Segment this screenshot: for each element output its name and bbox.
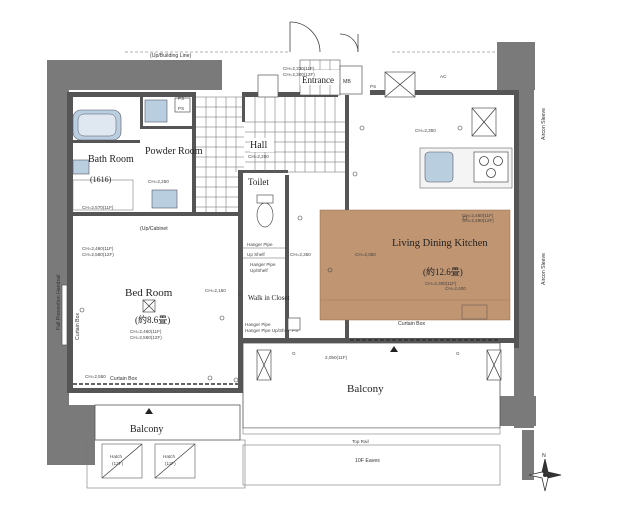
bed-ch-side: CH=2,150 [205,288,226,293]
compass-icon: N [528,453,562,492]
toilet: Toilet [243,173,285,233]
ldk-label: Living Dining Kitchen [392,238,488,249]
bed-ch-3: CH=2,460(11F) [130,329,162,334]
hall-label: Hall [250,140,267,151]
entrance-ch-1: CH=2,330(11F) [283,66,315,71]
up-shelf: Up Shelf [247,252,265,257]
bath-room-size: (1616) [90,175,112,184]
bath-ch: CH=2,570(11F) [82,205,114,210]
ps-label-1: PS [178,96,184,101]
fixtures-dots [79,125,468,383]
aircon-sleeve-2: Aircon Sleeve [541,253,547,285]
outer-walls [47,42,536,480]
entrance-label: Entrance [302,75,334,85]
bed-room: Bed Room (約8.6畳) CH=2,460(11F) CH=2,580(… [73,216,238,388]
bed-ch-4: CH=2,560(12F) [130,335,162,340]
wic-label: Walk in Closet [248,294,289,302]
ldk-ch-2: CH=2,480(12F) [462,218,494,223]
curtain-box-ldk: Curtain Box [398,321,426,327]
ldk-ch-3: CH=2,300(11F) [425,281,457,286]
hatch-left-sub: (12F) [112,461,123,466]
hanger-pipe-2: Hanger Pipe [245,322,271,327]
balcony-h: 2,050(11F) [325,355,348,360]
balcony-main-label: Balcony [347,383,384,395]
ps-label-2: PS [370,84,376,89]
hall-ch: CH=2,250 [248,154,269,159]
hatch-left: Hatch [110,454,122,459]
balcony-small-label: Balcony [130,424,163,435]
up-cabinet: (Up/Cabinet [140,226,168,232]
powder-room-label: Powder Room [145,146,203,157]
ldk-floor: Living Dining Kitchen (約12.6畳) CH=2,460(… [290,209,511,321]
ac-label-1: AC [440,74,447,79]
mid-ch-1: CH=2,350 [290,252,311,257]
hatch-right: Hatch [163,454,175,459]
bed-ch-low: CH=2,550 [85,374,106,379]
aircon-sleeve-1: Aircon Sleeve [541,108,547,140]
entrance-ch-2: CH=2,300(12F) [283,72,315,77]
ldk-ch-1: CH=2,460(11F) [462,213,494,218]
bath-room-label: Bath Room [88,154,134,165]
ldk-size: (約12.6畳) [423,266,463,277]
curtain-box-side: Curtain Box [75,312,81,340]
ldk-ch-low: CH=2,400 [445,286,466,291]
hanger-pipe-3: Hanger Pipe [250,262,276,267]
bed-ch-1: CH=2,460(11F) [82,246,114,251]
g-label: G [292,351,296,356]
powder-room: Powder Room CH=2,250 [140,97,203,212]
bath-room: Bath Room (1616) CH=2,570(11F) [72,109,134,211]
hatch-right-sub: (11F) [165,461,176,466]
up-shelf-2: Up/Shelf [250,268,268,273]
hall-tiles: Hall CH=2,250 [196,96,345,212]
entrance: Entrance CH=2,330(11F) CH=2,300(12F) [257,21,359,98]
main-balcony: Balcony 2,050(11F) G G Top Rail [242,342,502,444]
hanger-pipe-shelf: Hanger Pipe Up/Shelf [245,328,290,333]
powder-ch: CH=2,250 [148,179,169,184]
curtain-box-bed: Curtain Box [110,376,138,382]
ps-label-4: PS [178,106,184,111]
building-line-label: (Up/Building Line) [150,53,192,59]
top-rail: Top Rail [352,439,369,444]
hanger-pipe-1: Hanger Pipe [247,242,273,247]
bed-ch-2: CH=2,580(12F) [82,252,114,257]
kitchen-ch: CH=2,350 [415,128,436,133]
ps-label-3: PS [292,328,298,333]
g-label-2: G [456,351,460,356]
bedroom-label: Bed Room [125,287,173,299]
kitchen: CH=2,350 AC [384,71,513,189]
toilet-label: Toilet [248,177,269,187]
bedroom-size: (約8.6畳) [135,314,170,325]
small-balcony: Balcony Hatch (12F) Hatch (11F) [86,404,246,489]
compass-north: N [542,453,546,459]
mb-label: MB [343,79,351,85]
eaves-label: 10F Eaves [355,458,380,464]
mid-ch-2: CH=2,350 [355,252,376,257]
fall-prevention-handrail: Fall Prevention Handrail [56,275,62,330]
